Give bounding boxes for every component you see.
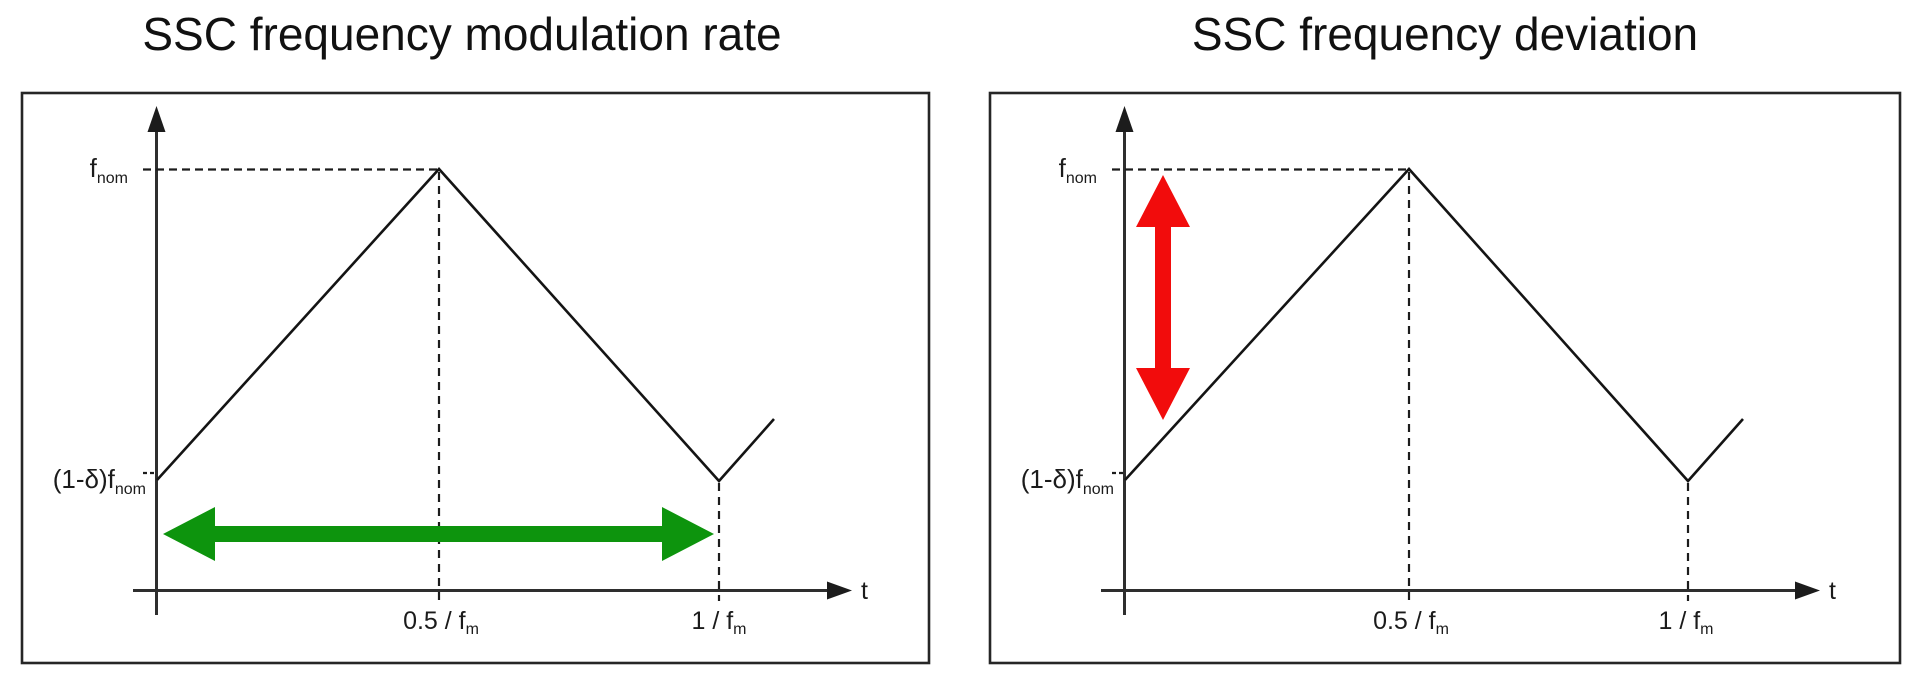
- y-axis-arrow-icon: [1115, 106, 1134, 132]
- x-axis-arrow-icon: [827, 581, 852, 600]
- panel-border: [20, 91, 931, 665]
- time-axis-label: t: [1829, 577, 1836, 605]
- full-period-tick-label: 1 / fm: [1658, 607, 1713, 638]
- one-minus-delta-fnom-label: (1-δ)fnom: [1021, 464, 1114, 498]
- x-axis-arrow-icon: [1795, 581, 1820, 600]
- panel-modulation-rate: t fnom (1-δ)fnom 0.5 / fm 1 / fm: [20, 91, 931, 665]
- triangular-waveform: [1124, 167, 1744, 483]
- one-minus-delta-fnom-label: (1-δ)fnom: [53, 464, 146, 498]
- panel-title-deviation: SSC frequency deviation: [1191, 8, 1699, 60]
- frequency-deviation-arrow-icon: [1136, 175, 1190, 420]
- panel-border: [988, 91, 1902, 665]
- full-period-tick-label: 1 / fm: [691, 607, 746, 638]
- panel-deviation: t fnom (1-δ)fnom 0.5 / fm 1 / fm: [988, 91, 1902, 665]
- modulation-period-arrow-icon: [163, 507, 714, 561]
- y-axis-arrow-icon: [147, 106, 166, 132]
- time-axis-label: t: [861, 577, 868, 605]
- half-period-tick-label: 0.5 / fm: [1373, 607, 1449, 638]
- half-period-tick-label: 0.5 / fm: [403, 607, 479, 638]
- fnom-label: fnom: [1059, 153, 1097, 187]
- triangular-waveform: [156, 167, 775, 483]
- panel-title-modulation-rate: SSC frequency modulation rate: [142, 8, 782, 60]
- fnom-label: fnom: [90, 153, 128, 187]
